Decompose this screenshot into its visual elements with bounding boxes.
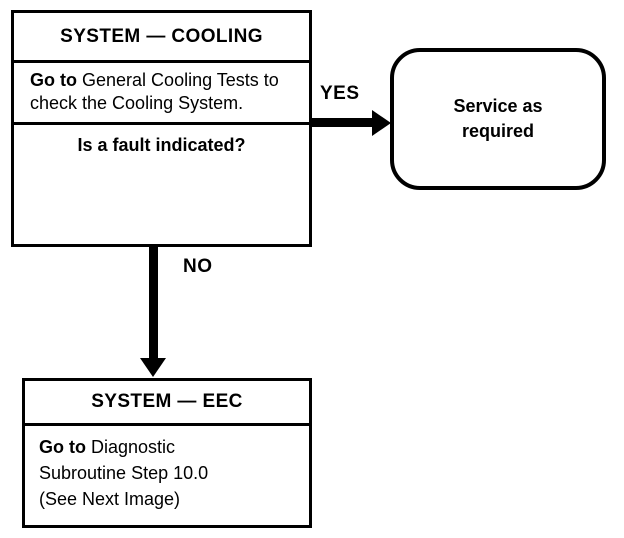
node-system-eec[interactable]: SYSTEM — EEC Go to Diagnostic Subroutine… (22, 378, 312, 528)
connector-yes-label: YES (320, 83, 360, 104)
node-system-eec-action: Go to Diagnostic Subroutine Step 10.0 (S… (25, 426, 309, 512)
node-system-cooling-action-text: General Cooling Tests to check the Cooli… (30, 70, 279, 113)
node-system-eec-action-lead: Go to (39, 437, 86, 457)
node-service-as-required-line1: Service as (453, 96, 543, 116)
node-system-cooling-question: Is a fault indicated? (77, 135, 246, 155)
node-service-as-required[interactable]: Service as required (390, 48, 606, 190)
node-system-cooling-action: Go to General Cooling Tests to check the… (14, 63, 309, 125)
arrow-right-icon (372, 110, 391, 136)
arrow-down-icon (140, 358, 166, 377)
connector-no-label: NO (183, 256, 213, 277)
node-service-as-required-line2: required (461, 121, 534, 141)
node-service-as-required-text: Service as required (453, 94, 542, 144)
node-system-eec-action-line3: (See Next Image) (39, 489, 181, 509)
node-system-cooling[interactable]: SYSTEM — COOLING Go to General Cooling T… (11, 10, 312, 247)
connector-no-line (149, 247, 158, 360)
node-system-eec-action-line1: Go to Diagnostic (39, 434, 309, 460)
node-system-eec-action-text1: Diagnostic (91, 437, 176, 457)
node-system-cooling-header: SYSTEM — COOLING (14, 13, 309, 63)
connector-yes-line (312, 118, 374, 127)
node-system-cooling-action-lead: Go to (30, 70, 77, 90)
node-system-eec-header: SYSTEM — EEC (25, 381, 309, 426)
node-system-eec-action-line2: Subroutine Step 10.0 (39, 463, 209, 483)
